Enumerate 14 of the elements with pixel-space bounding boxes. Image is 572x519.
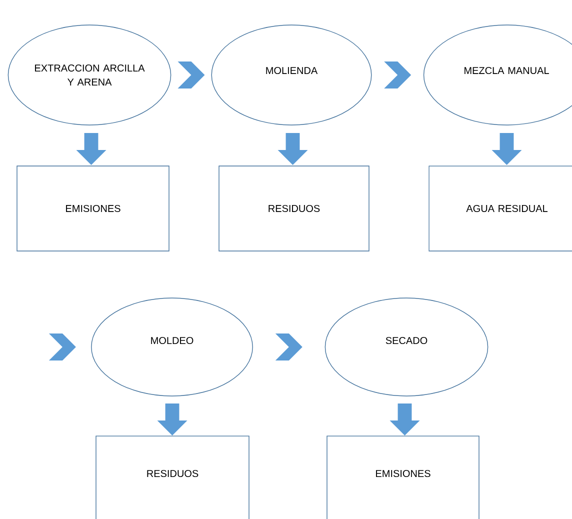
output-box: RESIDUOS <box>218 166 370 252</box>
chevron-arrow <box>48 334 76 360</box>
block-arrow <box>492 132 522 165</box>
output-box: EMISIONES <box>326 436 480 519</box>
block-arrow <box>390 403 420 436</box>
output-box: RESIDUOS <box>96 436 250 519</box>
chevron-arrow <box>384 62 412 88</box>
output-box: AGUA RESIDUAL <box>428 166 572 252</box>
output-box: EMISIONES <box>16 166 170 252</box>
chevron-arrow <box>178 62 205 88</box>
block-arrow <box>278 132 308 165</box>
chevron-arrow <box>275 334 302 360</box>
block-arrow <box>157 403 188 436</box>
block-arrow <box>76 132 106 165</box>
